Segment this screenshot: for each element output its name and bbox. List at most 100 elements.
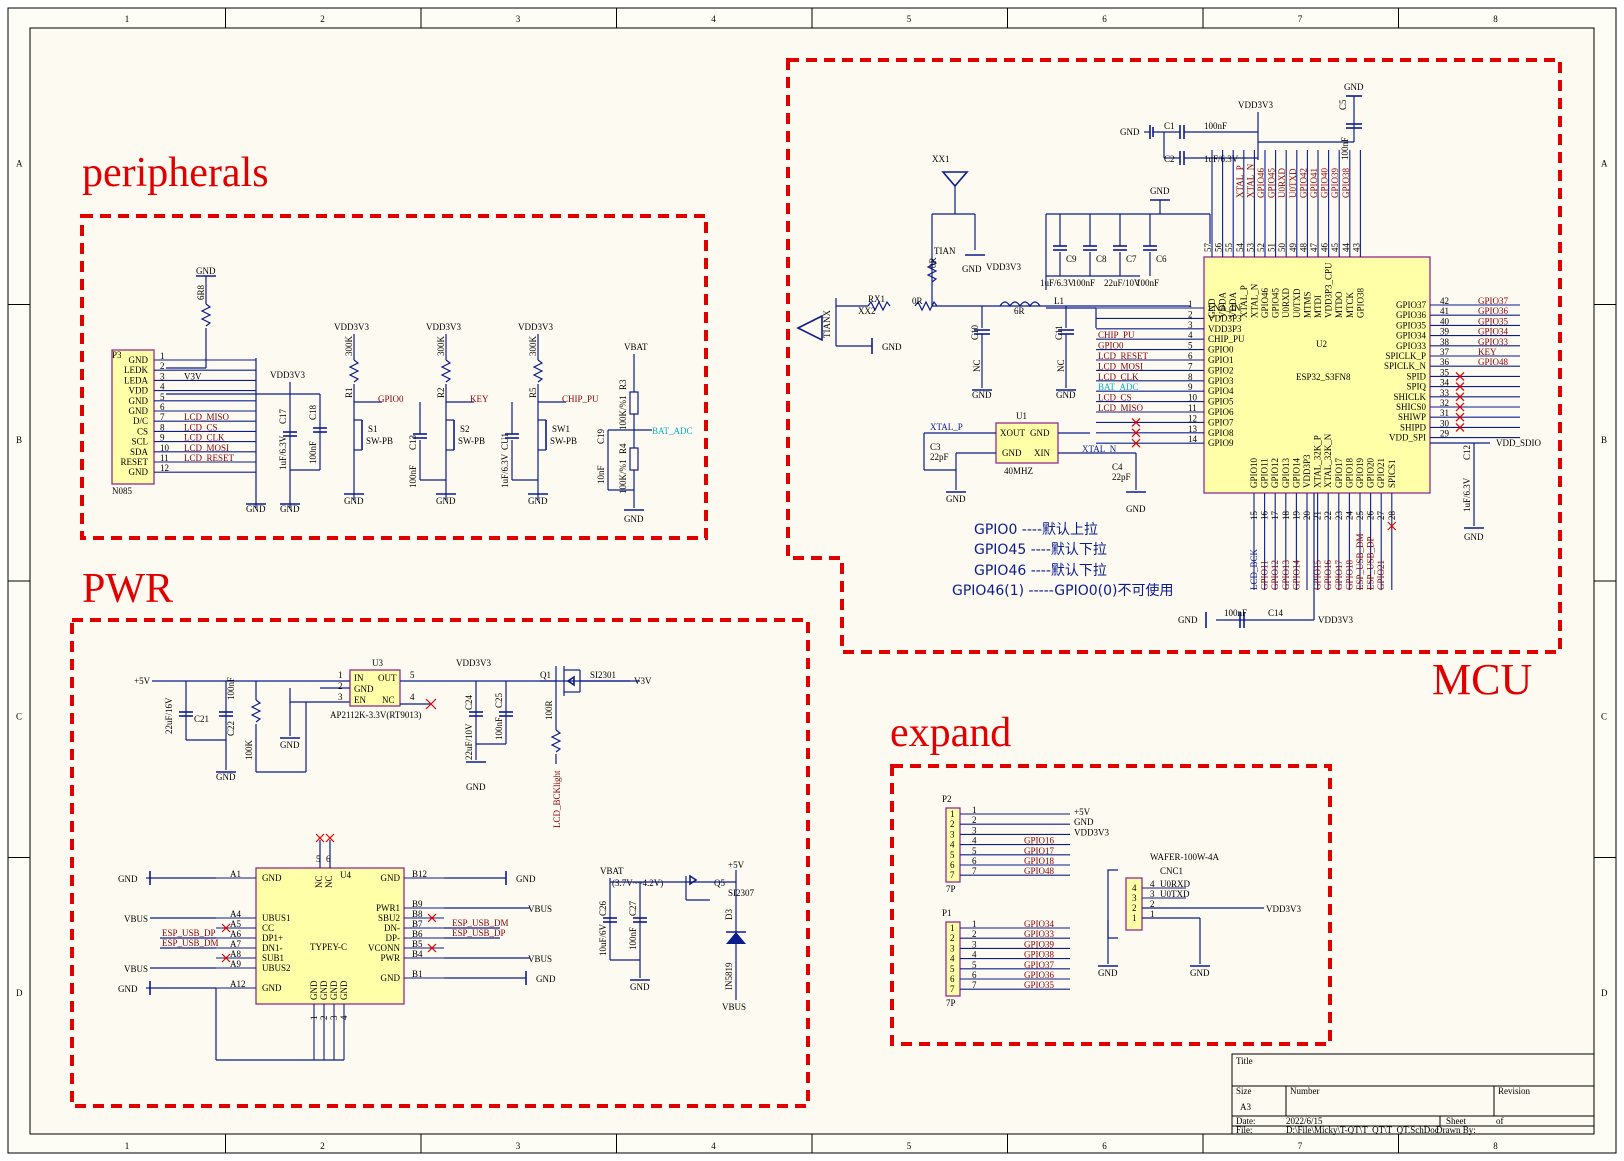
u2-pin-num-34: 34 (1440, 378, 1450, 388)
u2-pin-num-8: 8 (1188, 372, 1193, 382)
border-col-bottom-2: 2 (320, 1141, 325, 1151)
title-block: Title Size A3 Number Revision Date: 2022… (1231, 1053, 1595, 1135)
usb-c-u4 (255, 867, 405, 1005)
c25-val: 100nF (494, 717, 504, 740)
u2-pin-name-SPID-35: SPID (1406, 371, 1426, 381)
number-label: Number (1290, 1086, 1320, 1096)
gnd-label-p3: GND (246, 504, 266, 514)
u2-pin-num-5: 5 (1188, 341, 1193, 351)
u4-bottom-name-3: GND (339, 980, 349, 1000)
connector-cnc1 (1125, 877, 1143, 931)
batt-range: (3.7V~~4.2V) (612, 878, 663, 888)
p1-pin-1: 1 (950, 923, 955, 933)
u4-gnd-a12: GND (118, 984, 138, 994)
antenna-xx2-icon (796, 314, 823, 342)
p2-pin-7: 7 (950, 870, 955, 880)
c27-ref: C27 (628, 900, 638, 916)
date-value: 2022/6/15 (1286, 1116, 1323, 1126)
c1-value: 100nF (1204, 121, 1227, 131)
note-gpio46: GPIO46 ----默认下拉 (974, 563, 1107, 579)
net-label-top-gpio40: GPIO40 (1320, 167, 1330, 198)
note-gpio0: GPIO0 ----默认上拉 (974, 522, 1098, 538)
net-label-bottom-gpio12: GPIO12 (1270, 560, 1280, 590)
u4-pin-num-A6: A6 (230, 929, 241, 939)
region-pwr (70, 618, 810, 1108)
net-label-chip_pu: CHIP_PU (1098, 330, 1135, 340)
sw-type-S1: SW-PB (366, 436, 393, 446)
sw-gnd-SW1: GND (528, 496, 548, 506)
esp32-bottom-pins: 15GPIO10LCD_BCK16GPIO11GPIO1117GPIO12GPI… (1249, 433, 1397, 590)
u2-pin-name-GPIO34-39: GPIO34 (1396, 331, 1427, 341)
u2-pin-num-22: 22 (1323, 511, 1333, 520)
u2-pin-name-GPIO10-15: GPIO10 (1249, 457, 1259, 488)
border-col-bottom-1: 1 (125, 1141, 130, 1151)
sw-ref-S2: S2 (460, 424, 470, 434)
u2-pin-name-GND-57: GND (1207, 298, 1217, 318)
u2-pin-name-GPIO6-11: GPIO6 (1208, 407, 1234, 417)
r3-ref: R3 (618, 379, 628, 390)
d3-name: IN5819 (724, 962, 734, 990)
u4-pin-num-B9: B9 (412, 899, 423, 909)
gnd-label-ldo: GND (280, 740, 300, 750)
gnd-label-c11: GND (1056, 390, 1076, 400)
u2-pin-num-40: 40 (1440, 316, 1450, 326)
u2-pin-name-SHIWP-31: SHIWP (1398, 412, 1426, 422)
u2-pin-num-55: 55 (1224, 243, 1234, 253)
border-row-right-D: D (1601, 988, 1608, 998)
u2-pin-num-3: 3 (1188, 320, 1193, 330)
u2-pin-name-GPIO7-12: GPIO7 (1208, 417, 1234, 427)
note-gpio45: GPIO45 ----默认下拉 (974, 542, 1107, 558)
p3-pin-name-6: GND (129, 406, 149, 416)
u2-pin-name-GPIO21-27: GPIO21 (1376, 458, 1386, 488)
net-label-lcd_miso: LCD_MISO (1098, 403, 1144, 413)
sw-ref-SW1: SW1 (552, 424, 570, 434)
border-col-top-6: 6 (1102, 14, 1107, 24)
c4-ref: C4 (1112, 462, 1123, 472)
p1-num-2: 2 (972, 929, 977, 939)
p3-pin-name-11: RESET (120, 457, 148, 467)
rf-cap-val-C8: 100nF (1072, 278, 1095, 288)
u1-xin: XIN (1034, 448, 1050, 458)
net-label-gpio0: GPIO0 (1098, 341, 1124, 351)
border-col-bottom-7: 7 (1298, 1141, 1303, 1151)
vbat-label-div: VBAT (624, 342, 648, 352)
net-label-gpio36: GPIO36 (1478, 306, 1509, 316)
u2-pin-num-42: 42 (1440, 296, 1449, 306)
cnc1-pin-1: 1 (1150, 909, 1155, 919)
vbus-label-d3: VBUS (722, 1002, 746, 1012)
p2-net-1: +5V (1074, 807, 1091, 817)
cnc1-inner-4: 4 (1132, 883, 1137, 893)
u2-pin-num-39: 39 (1440, 327, 1450, 337)
net-label-bottom-gpio21: GPIO21 (1376, 560, 1386, 590)
u4-pin-name-A8: SUB1 (262, 953, 284, 963)
p2-net-4: GPIO16 (1024, 836, 1055, 846)
sw-vdd-S1: VDD3V3 (334, 322, 369, 332)
u4-nc2: NC (324, 875, 334, 888)
net-label-bottom-gpio13: GPIO13 (1281, 559, 1291, 590)
p2-num-6: 6 (972, 856, 977, 866)
sw-r-ref-SW1: R5 (528, 387, 538, 398)
p2-num-7: 7 (972, 866, 977, 876)
u4-bottom-num-3: 4 (339, 1015, 349, 1020)
gnd-label-c5: GND (1344, 82, 1364, 92)
p2-net-7: GPIO48 (1024, 866, 1055, 876)
push-buttons: VDD3V3300KR1GPIO0S1SW-PBGNDVDD3V3300KR2K… (334, 322, 599, 506)
u3-ref: U3 (372, 658, 383, 668)
p3-net-9: LCD_CLK (184, 433, 225, 443)
u2-pin-name-XTAL_N-53: XTAL_N (1249, 283, 1259, 318)
u4-bottom-num-1: 2 (319, 1016, 329, 1021)
u4-ref: U4 (340, 870, 351, 880)
u2-pin-name-VDD3P3_CPU-46: VDD3P3_CPU (1324, 262, 1334, 318)
u2-pin-name-SPIQ-34: SPIQ (1406, 382, 1426, 392)
u4-pin-name-B8: SBU2 (378, 913, 400, 923)
net-label-gpio37: GPIO37 (1478, 296, 1509, 306)
drawn-label: Drawn By: (1436, 1125, 1476, 1135)
p2-net-2: GND (1074, 817, 1094, 827)
u2-pin-num-41: 41 (1440, 306, 1449, 316)
u2-pin-num-7: 7 (1188, 361, 1193, 371)
border-col-top-7: 7 (1298, 14, 1303, 24)
gnd-label-c24: GND (466, 782, 486, 792)
cnc1-pin-2: 2 (1150, 899, 1155, 909)
